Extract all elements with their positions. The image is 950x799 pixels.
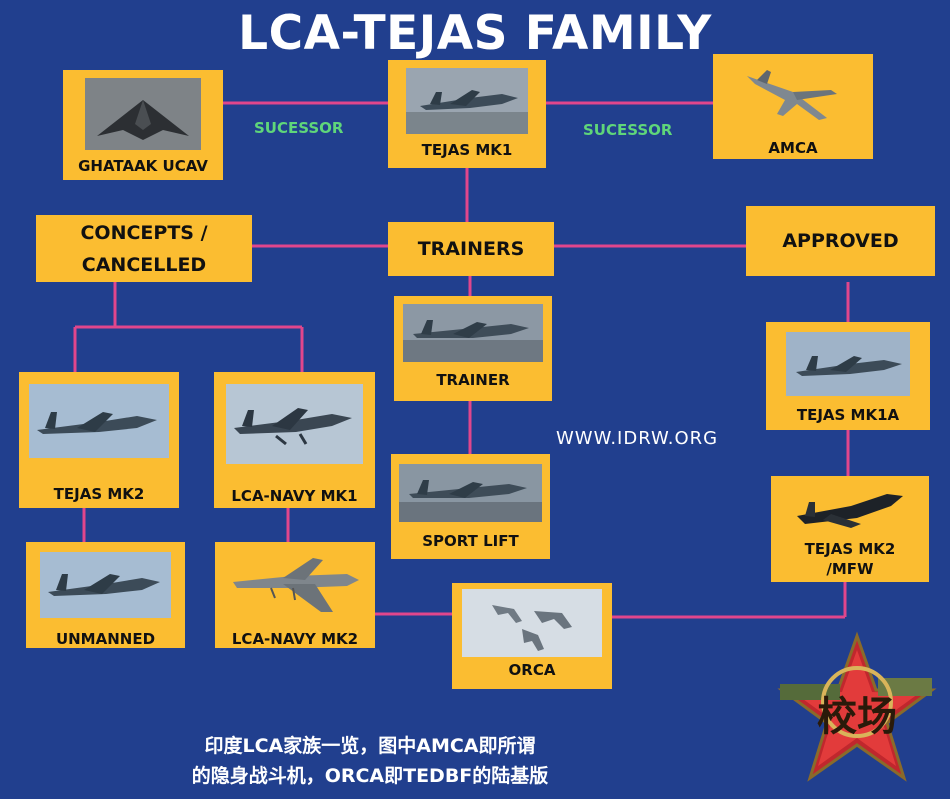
successor-label-left: SUCESSOR [254, 119, 344, 137]
lca-navy-mk2-photo [223, 554, 367, 616]
tejas-mk2-mfw-label: TEJAS MK2 /MFW [771, 539, 929, 579]
approved-label: APPROVED [782, 230, 899, 252]
unmanned-photo [40, 552, 171, 618]
orca-photo [462, 589, 602, 657]
node-approved: APPROVED [746, 206, 935, 276]
node-tejas-mk1: TEJAS MK1 [388, 60, 546, 168]
amca-photo [727, 60, 859, 130]
node-trainer: TRAINER [394, 296, 552, 401]
amca-label: AMCA [768, 139, 818, 157]
lca-navy-mk1-photo [226, 384, 363, 464]
node-sport-lift: SPORT LIFT [391, 454, 550, 559]
trainers-label: TRAINERS [417, 238, 525, 260]
node-lca-navy-mk2: LCA-NAVY MK2 [215, 542, 375, 648]
tejas-mk2-label: TEJAS MK2 [53, 485, 145, 503]
node-concepts-cancelled: CONCEPTS / CANCELLED [36, 215, 252, 282]
trainer-photo [403, 304, 543, 362]
node-trainers: TRAINERS [388, 222, 554, 276]
node-ghataak-ucav: GHATAAK UCAV [63, 70, 223, 180]
lca-navy-mk2-label: LCA-NAVY MK2 [231, 630, 359, 648]
tejas-mk1-photo [406, 68, 528, 134]
caption-line2: 的隐身战斗机，ORCA即TEDBF的陆基版 [191, 765, 549, 787]
caption-line1: 印度LCA家族一览，图中AMCA即所谓 [204, 735, 536, 757]
node-tejas-mk1a: TEJAS MK1A [766, 322, 930, 430]
tejas-mk1a-photo [786, 332, 910, 396]
tejas-mk2-photo [29, 384, 169, 458]
tejas-mk1a-label: TEJAS MK1A [796, 406, 900, 424]
sport-lift-photo [399, 464, 542, 522]
node-unmanned: UNMANNED [26, 542, 185, 648]
ghataak-label: GHATAAK UCAV [78, 157, 208, 175]
trainer-label: TRAINER [436, 371, 510, 389]
tejas-mk2-mfw-photo [791, 480, 909, 536]
tejas-mk1-label: TEJAS MK1 [421, 141, 513, 159]
emblem-text: 校场 [817, 694, 897, 740]
watermark-url: WWW.IDRW.ORG [556, 428, 719, 449]
node-orca: ORCA [452, 583, 612, 689]
successor-label-right: SUCESSOR [583, 121, 673, 139]
mk2-mfw-label-line2: /MFW [826, 560, 874, 578]
ghataak-photo [85, 78, 201, 150]
node-tejas-mk2-mfw: TEJAS MK2 /MFW [771, 476, 929, 582]
star-emblem-logo: 校场 [777, 631, 937, 782]
node-lca-navy-mk1: LCA-NAVY MK1 [214, 372, 375, 508]
unmanned-label: UNMANNED [55, 630, 156, 648]
concepts-label-line2: CANCELLED [81, 253, 207, 276]
page-title: LCA-TEJAS FAMILY [238, 6, 712, 61]
lca-navy-mk1-label: LCA-NAVY MK1 [231, 487, 358, 505]
mk2-mfw-label-line1: TEJAS MK2 [804, 540, 896, 558]
concepts-label-line1: CONCEPTS / [80, 221, 208, 244]
node-amca: AMCA [713, 54, 873, 159]
node-tejas-mk2: TEJAS MK2 [19, 372, 179, 508]
orca-label: ORCA [508, 661, 556, 679]
sport-lift-label: SPORT LIFT [422, 532, 519, 550]
